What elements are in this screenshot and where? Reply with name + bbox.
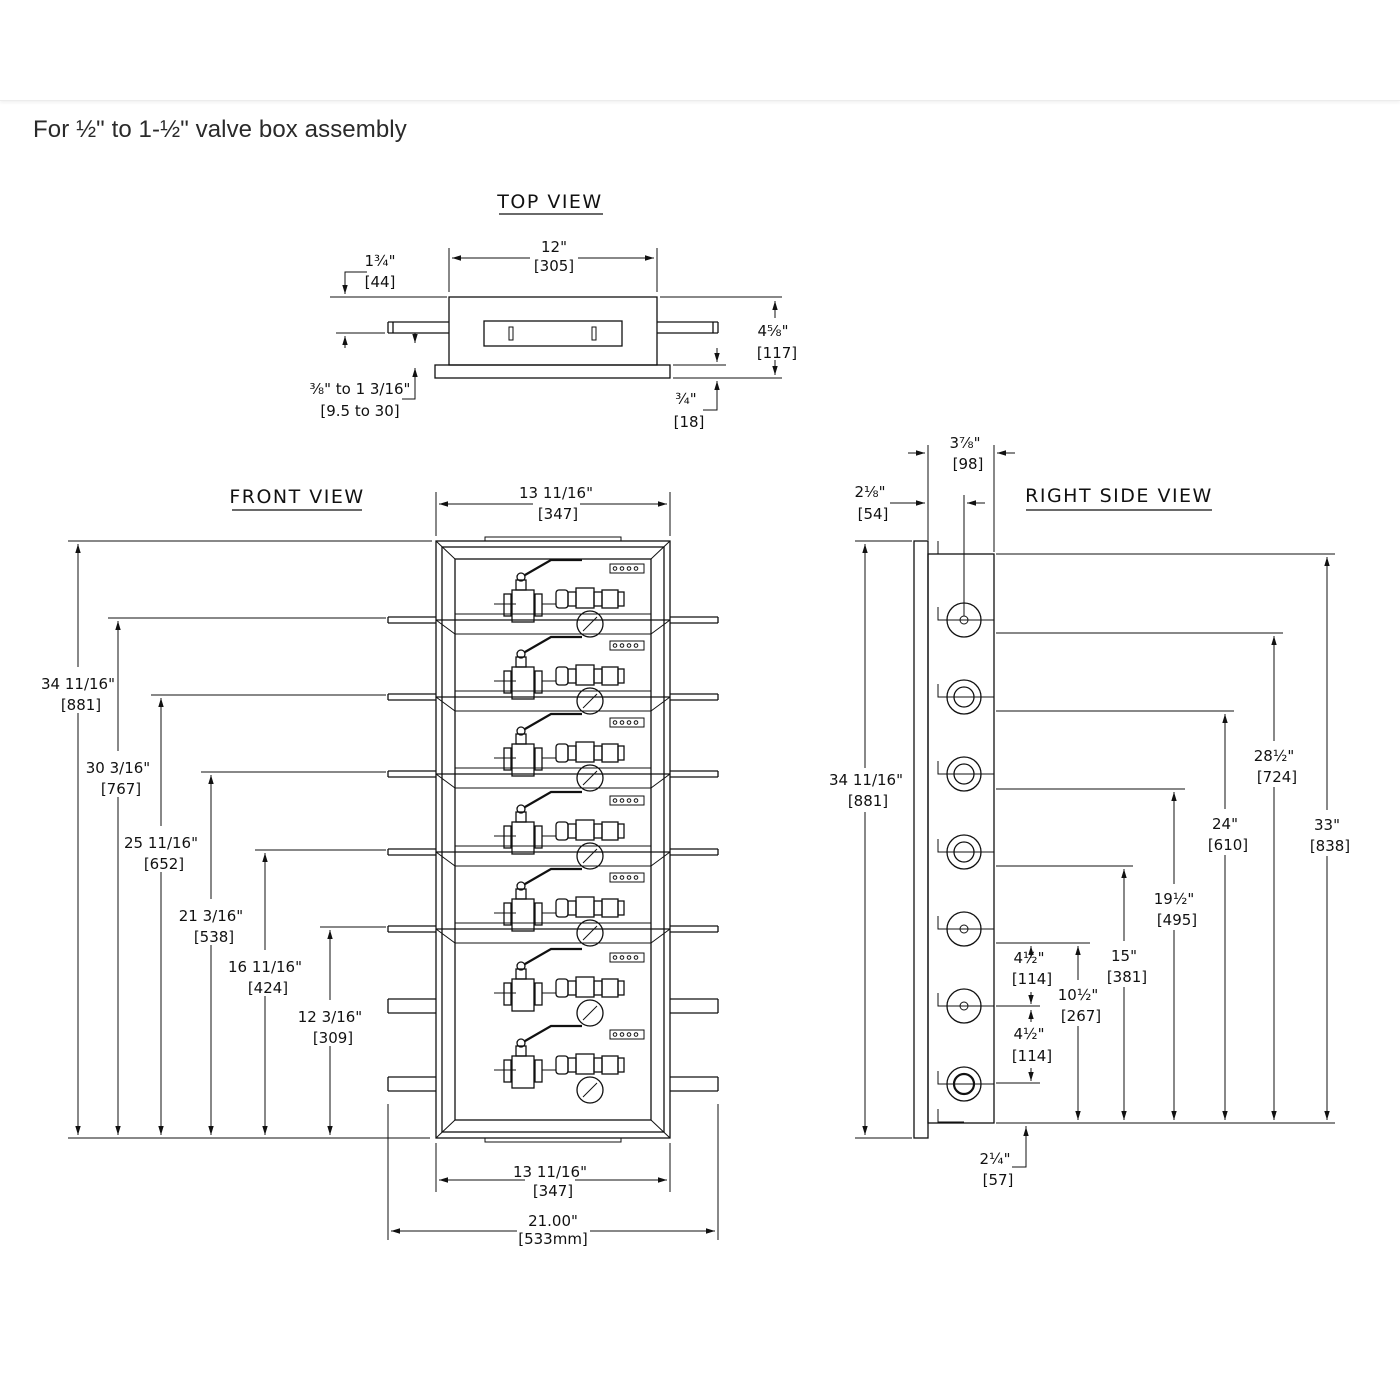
side-h5-mm: [724] — [1257, 768, 1297, 786]
side-h6-in: 33" — [1314, 816, 1340, 834]
page-heading: For ½" to 1-½" valve box assembly — [33, 116, 407, 143]
top-view-title: TOP VIEW — [496, 191, 602, 213]
top-depth-mm: [117] — [757, 344, 797, 362]
top-depth-in: 4⅝" — [758, 322, 789, 340]
top-bar — [0, 0, 1400, 101]
front-overall-width-mm: [533mm] — [518, 1230, 588, 1248]
front-height-1-mm: [767] — [101, 780, 141, 798]
side-pipe-offset-in: 2⅛" — [855, 483, 886, 501]
front-view — [68, 492, 719, 1240]
side-spacing2-mm: [114] — [1012, 1047, 1052, 1065]
side-bottom-in: 2¼" — [980, 1150, 1011, 1168]
side-h1-mm: [267] — [1061, 1007, 1101, 1025]
front-height-1-in: 30 3/16" — [86, 759, 150, 777]
right-side-view — [855, 445, 1335, 1168]
side-height-mm: [881] — [848, 792, 888, 810]
side-depth-mm: [98] — [953, 455, 984, 473]
top-offset-in: 1¾" — [365, 252, 396, 270]
top-width-mm: [305] — [534, 257, 574, 275]
front-height-3-in: 21 3/16" — [179, 907, 243, 925]
side-h4-in: 24" — [1212, 815, 1238, 833]
front-height-5-mm: [309] — [313, 1029, 353, 1047]
side-h3-in: 19½" — [1154, 890, 1195, 908]
top-width-in: 12" — [541, 238, 567, 256]
front-height-2-in: 25 11/16" — [124, 834, 198, 852]
side-h6-mm: [838] — [1310, 837, 1350, 855]
top-view — [330, 248, 782, 411]
top-offset-mm: [44] — [365, 273, 396, 291]
front-height-0-in: 34 11/16" — [41, 675, 115, 693]
front-height-5-in: 12 3/16" — [298, 1008, 362, 1026]
front-overall-width-in: 21.00" — [528, 1212, 578, 1230]
front-top-width-in: 13 11/16" — [519, 484, 593, 502]
front-bottom-width-in: 13 11/16" — [513, 1163, 587, 1181]
side-h3-mm: [495] — [1157, 911, 1197, 929]
side-h2-in: 15" — [1111, 947, 1137, 965]
front-view-title: FRONT VIEW — [229, 486, 364, 508]
side-h2-mm: [381] — [1107, 968, 1147, 986]
front-height-4-in: 16 11/16" — [228, 958, 302, 976]
side-spacing1-in: 4½" — [1014, 949, 1045, 967]
top-flange-mm: [18] — [674, 413, 705, 431]
front-height-4-mm: [424] — [248, 979, 288, 997]
side-h5-in: 28½" — [1254, 747, 1295, 765]
top-flange-in: ¾" — [675, 390, 696, 408]
front-height-2-mm: [652] — [144, 855, 184, 873]
top-range-in: ⅜" to 1 3/16" — [310, 380, 411, 398]
right-view-title: RIGHT SIDE VIEW — [1025, 485, 1213, 507]
front-top-width-mm: [347] — [538, 505, 578, 523]
side-bottom-mm: [57] — [983, 1171, 1014, 1189]
side-h4-mm: [610] — [1208, 836, 1248, 854]
side-depth-in: 3⅞" — [950, 434, 981, 452]
front-height-3-mm: [538] — [194, 928, 234, 946]
top-range-mm: [9.5 to 30] — [320, 402, 399, 420]
side-h1-in: 10½" — [1058, 986, 1099, 1004]
side-height-in: 34 11/16" — [829, 771, 903, 789]
side-pipe-offset-mm: [54] — [858, 505, 889, 523]
side-spacing2-in: 4½" — [1014, 1025, 1045, 1043]
side-spacing1-mm: [114] — [1012, 970, 1052, 988]
front-height-0-mm: [881] — [61, 696, 101, 714]
front-bottom-width-mm: [347] — [533, 1182, 573, 1200]
